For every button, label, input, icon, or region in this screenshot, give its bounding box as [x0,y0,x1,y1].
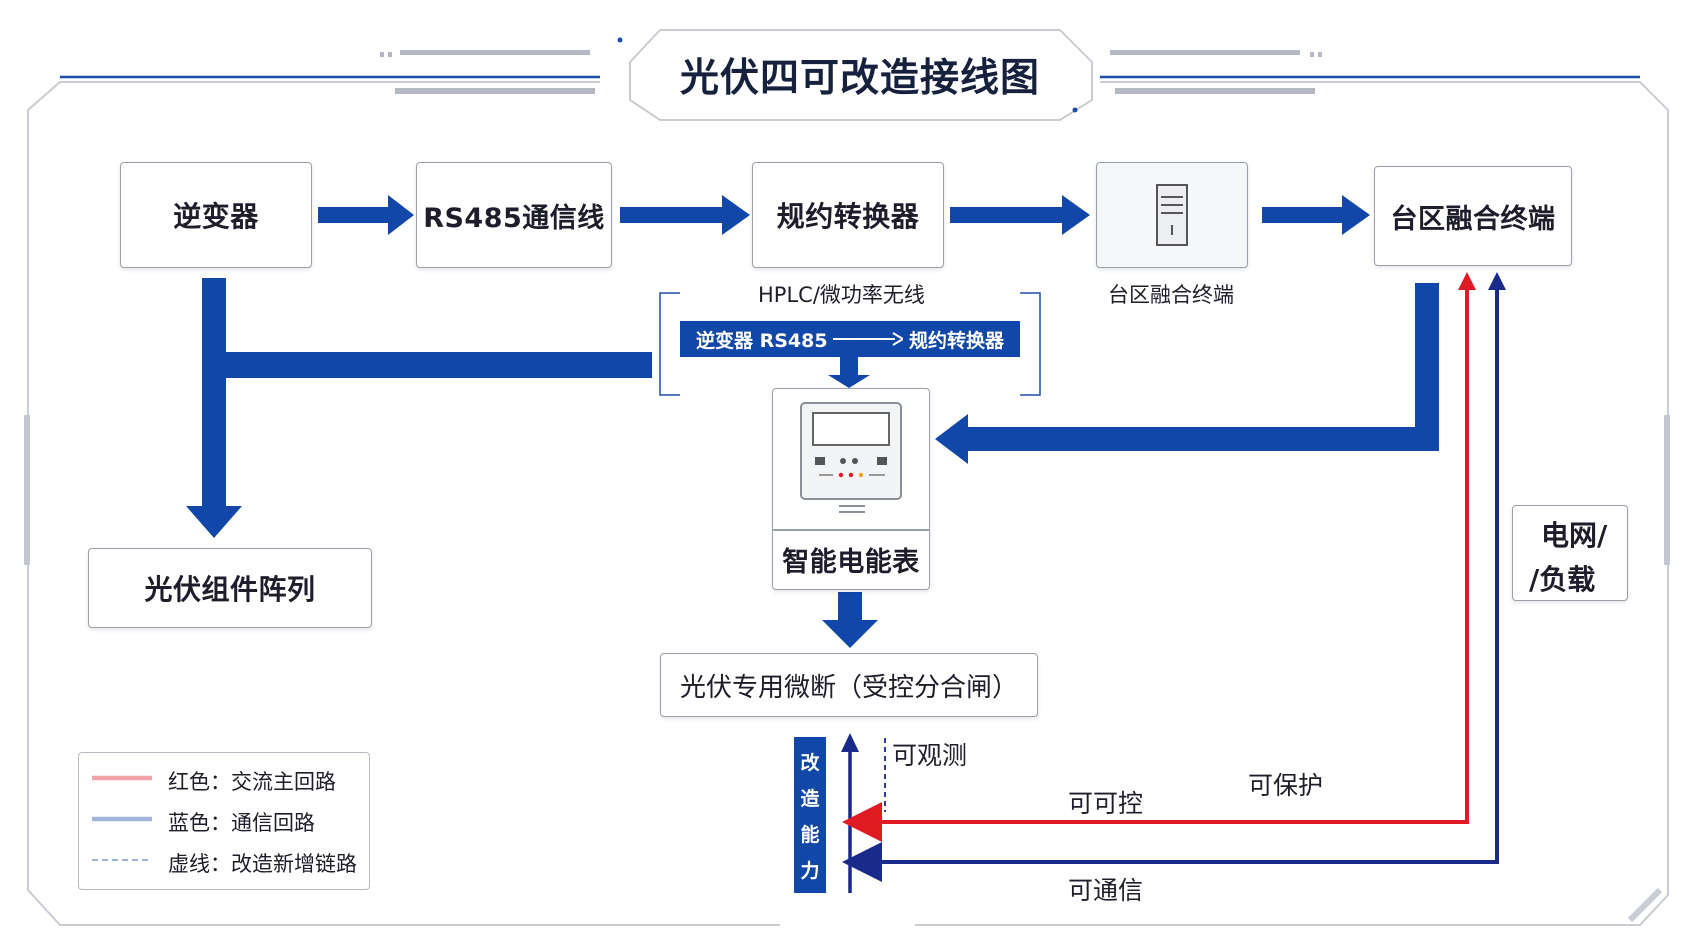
banner-to-meter [828,355,870,388]
capability-char-2: 造 [800,787,820,810]
capability-banner: 改 造 能 力 [794,737,826,893]
load-label: /负载 [1529,563,1596,596]
legend-blue-label: 蓝色：通信回路 [168,811,315,835]
frame-hatches [380,50,1322,94]
capability-axis [841,733,886,893]
banner-bracket [659,292,1041,396]
legend-box [78,752,370,890]
banner-right-label: 规约转换器 [908,329,1004,352]
banner-left-label: 逆变器 RS485 [696,329,828,352]
server-icon [1156,184,1188,246]
legend-red-label: 红色：交流主回路 [168,770,336,794]
page-title: 光伏四可改造接线图 [679,56,1040,101]
converter-box: 规约转换器 [752,162,944,268]
arrow-right-icon [833,332,904,346]
terminal-box: 台区融合终端 [1374,166,1572,266]
protect-label: 可保护 [1248,771,1324,800]
title-plate [629,29,1093,121]
red-ac-loop [842,285,1469,842]
meter-icon [800,402,902,500]
grid-label: 电网/ [1541,519,1608,552]
control-label: 可可控 [1068,789,1144,818]
breaker-box: 光伏专用微断（受控分合闸） [660,653,1038,717]
terminal-server-box [1096,162,1248,268]
inverter-links [186,278,652,538]
meter-to-breaker [822,592,878,648]
outer-frame [27,81,1669,926]
pv-array-box: 光伏组件阵列 [88,548,372,628]
capability-char-4: 力 [800,859,820,882]
grid-load-box: 电网/ /负载 [1512,505,1628,601]
communicate-label: 可通信 [1068,876,1144,905]
capability-char-3: 能 [800,823,820,846]
observe-label: 可观测 [892,741,968,770]
terminal-caption: 台区融合终端 [1108,283,1234,307]
navy-comm-loop [842,285,1499,882]
terminal-to-meter [935,283,1439,464]
legend-dashed-label: 虚线：改造新增链路 [168,852,357,876]
meter-label: 智能电能表 [782,546,920,578]
inverter-box: 逆变器 [120,162,312,268]
flow-arrows-top [318,195,1370,235]
side-accents [24,415,1670,565]
rs485-box: RS485通信线 [416,162,612,268]
capability-char-1: 改 [800,751,820,774]
hplc-caption: HPLC/微功率无线 [758,283,925,307]
rs485-banner: 逆变器 RS485 规约转换器 [680,321,1020,357]
smart-meter: 智能电能表 [772,388,930,590]
